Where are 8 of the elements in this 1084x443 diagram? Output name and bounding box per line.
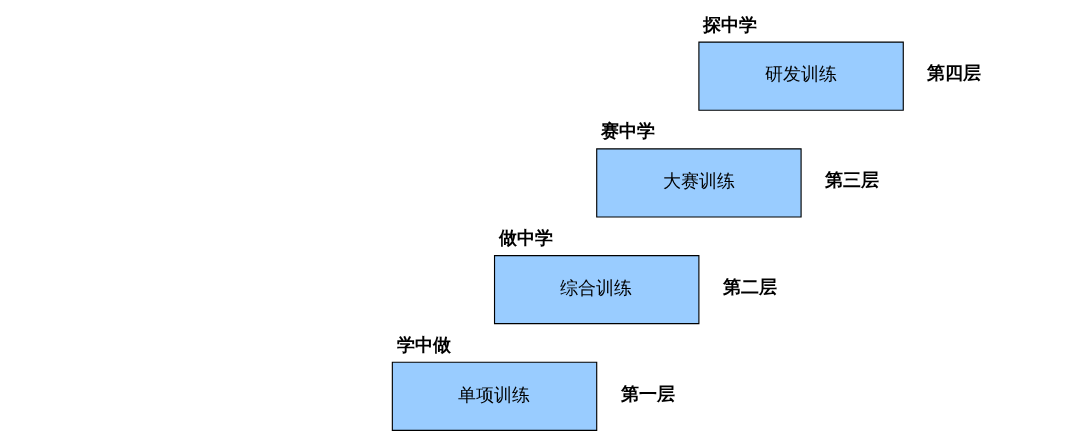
node-label: 探中学 — [702, 13, 757, 35]
node-label: 第四层 — [926, 62, 981, 84]
node-label: 第三层 — [824, 169, 879, 191]
node-label: 做中学 — [498, 226, 553, 248]
node-label: 学中做 — [396, 333, 451, 355]
node-label: 第一层 — [620, 382, 675, 404]
node-label: 赛中学 — [600, 120, 655, 142]
node-label: 第二层 — [722, 275, 777, 297]
